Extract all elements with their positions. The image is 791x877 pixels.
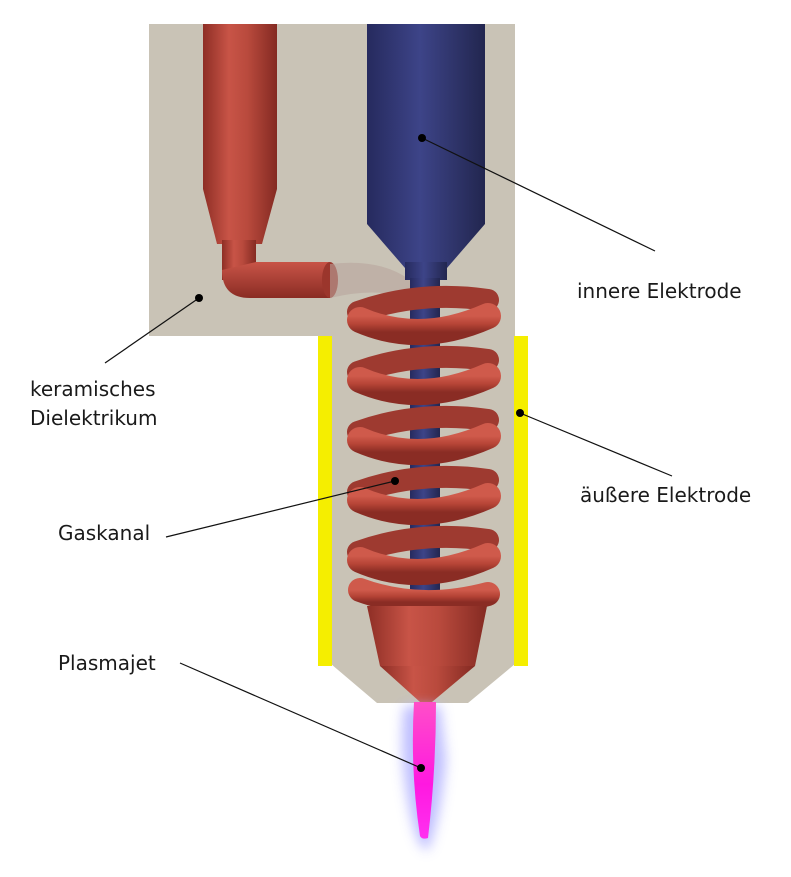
label-gas-channel: Gaskanal (58, 519, 150, 548)
label-inner-electrode-text: innere Elektrode (577, 279, 742, 303)
label-outer-electrode-text: äußere Elektrode (580, 483, 752, 507)
leader-lines (104, 137, 673, 769)
label-ceramic-line2: Dielektrikum (30, 406, 158, 430)
label-plasma-jet-text: Plasmajet (58, 651, 156, 675)
label-gas-channel-text: Gaskanal (58, 521, 151, 545)
label-outer-electrode: äußere Elektrode (580, 481, 751, 510)
gas-channel-coil (347, 285, 501, 615)
plasma-jet (402, 702, 446, 851)
label-plasma-jet: Plasmajet (58, 649, 156, 678)
outer-electrode-right (514, 336, 528, 666)
leader-dots (195, 134, 524, 772)
label-ceramic-dielectric: keramisches Dielektrikum (30, 375, 157, 433)
gas-inlet-tube (203, 24, 410, 300)
label-inner-electrode: innere Elektrode (577, 277, 742, 306)
label-ceramic-line1: keramisches (30, 377, 156, 401)
outer-electrode-left (318, 336, 332, 666)
nozzle (367, 606, 487, 702)
